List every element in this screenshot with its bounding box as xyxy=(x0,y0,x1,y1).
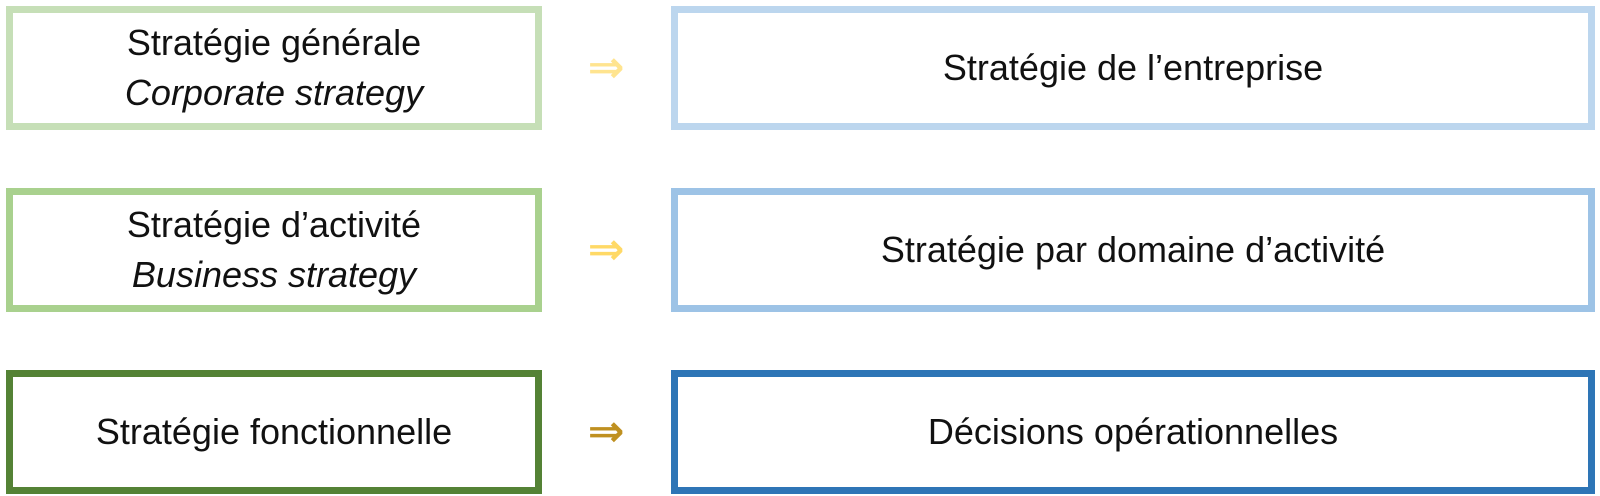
strategy-row-business: Stratégie d’activité Business strategy ⇒… xyxy=(0,188,1600,312)
enterprise-strategy-title: Stratégie de l’entreprise xyxy=(942,47,1324,88)
domain-strategy-box: Stratégie par domaine d’activité xyxy=(671,188,1595,312)
enterprise-strategy-box: Stratégie de l’entreprise xyxy=(671,6,1595,130)
double-arrow-right-icon: ⇒ xyxy=(587,224,625,275)
corporate-strategy-box: Stratégie générale Corporate strategy xyxy=(6,6,542,130)
corporate-strategy-subtitle: Corporate strategy xyxy=(124,72,424,113)
strategy-row-corporate: Stratégie générale Corporate strategy ⇒ … xyxy=(0,6,1600,130)
operational-decisions-box: Décisions opérationnelles xyxy=(671,370,1595,494)
double-arrow-right-icon: ⇒ xyxy=(587,406,625,457)
functional-strategy-title: Stratégie fonctionnelle xyxy=(95,411,453,452)
domain-strategy-title: Stratégie par domaine d’activité xyxy=(880,229,1386,270)
operational-decisions-title: Décisions opérationnelles xyxy=(927,411,1339,452)
strategy-row-functional: Stratégie fonctionnelle ⇒ Décisions opér… xyxy=(0,370,1600,494)
double-arrow-right-icon: ⇒ xyxy=(587,42,625,93)
functional-strategy-box: Stratégie fonctionnelle xyxy=(6,370,542,494)
business-strategy-box: Stratégie d’activité Business strategy xyxy=(6,188,542,312)
business-strategy-title: Stratégie d’activité xyxy=(126,204,422,245)
business-strategy-subtitle: Business strategy xyxy=(131,254,417,295)
corporate-strategy-title: Stratégie générale xyxy=(126,22,422,63)
